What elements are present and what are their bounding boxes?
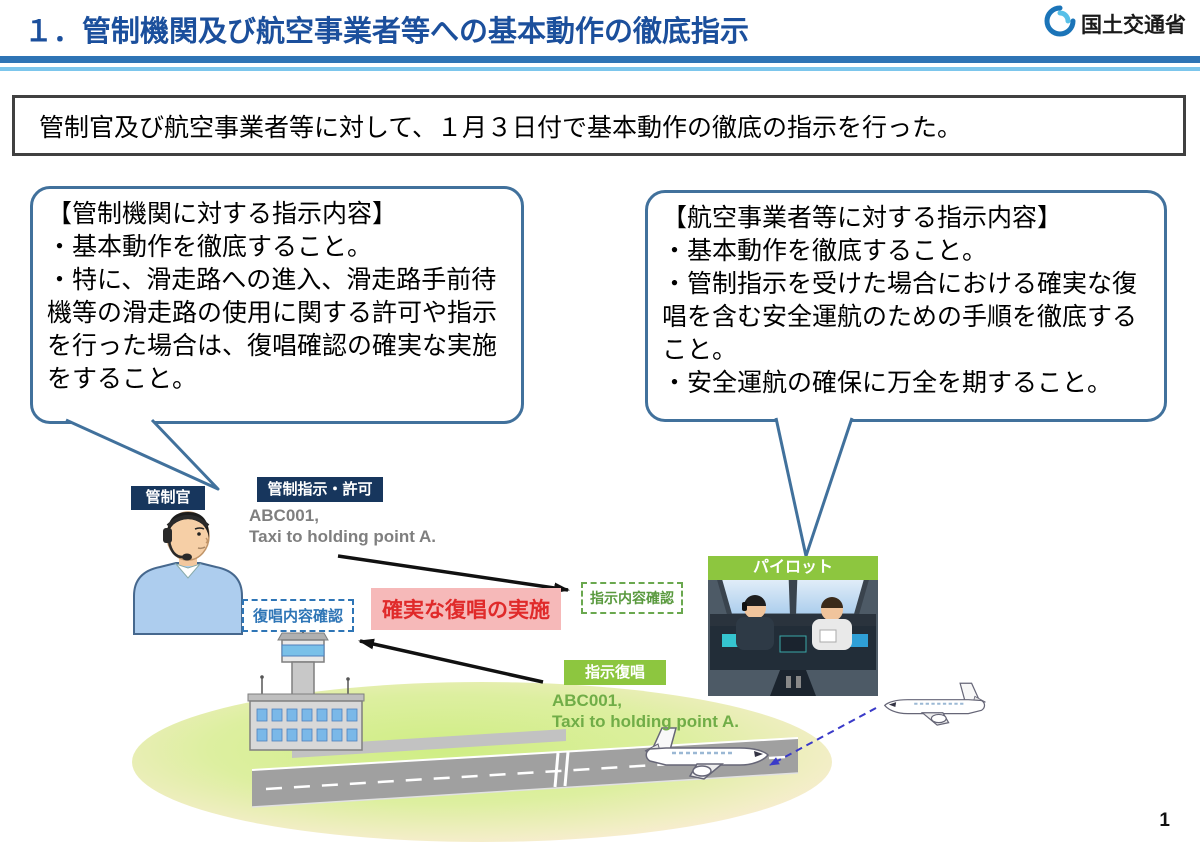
lead-box: 管制官及び航空事業者等に対して、１月３日付で基本動作の徹底の指示を行った。 (12, 95, 1186, 156)
bubble-atc-item: ・基本動作を徹底すること。 (47, 233, 373, 261)
atc-instruction-badge: 管制指示・許可 (257, 477, 383, 502)
pilot-call-line1: ABC001, (552, 691, 622, 710)
bubble-airline-item: ・基本動作を徹底すること。 (662, 237, 988, 265)
reliable-readback-banner: 確実な復唱の実施 (371, 588, 561, 630)
pilot-right-figure (812, 597, 852, 650)
arrow-instruction-to-pilot (337, 554, 570, 594)
arrow-approach-path (769, 707, 877, 766)
air-traffic-controller-illustration (133, 511, 243, 635)
pilot-left-figure (736, 595, 774, 650)
atc-radio-call: ABC001, Taxi to holding point A. (249, 505, 436, 548)
pilot-label: パイロット (708, 556, 878, 580)
bubble-atc-heading: 【管制機関に対する指示内容】 (47, 200, 398, 228)
header-rule-dark (0, 56, 1200, 63)
bubble-atc-item: ・特に、滑走路への進入、滑走路手前待機等の滑走路の使用に関する許可や指示を行った… (47, 266, 498, 393)
speech-bubble-atc: 【管制機関に対する指示内容】 ・基本動作を徹底すること。 ・特に、滑走路への進入… (30, 186, 524, 424)
bubble-airline-item: ・管制指示を受けた場合における確実な復唱を含む安全運航のための手順を徹底すること… (662, 270, 1138, 364)
page-title: １．管制機関及び航空事業者等への基本動作の徹底指示 (24, 16, 750, 48)
bubble-airline-heading: 【航空事業者等に対する指示内容】 (662, 204, 1063, 232)
agency-name: 国土交通省 (1081, 13, 1186, 37)
instruction-confirm-badge: 指示内容確認 (581, 582, 683, 614)
control-tower-illustration (247, 620, 365, 751)
readback-confirm-badge: 復唱内容確認 (242, 599, 355, 632)
bubble-tail-airline (774, 417, 854, 558)
pilot-call-line2: Taxi to holding point A. (552, 712, 739, 732)
arrow-readback-to-tower (358, 638, 544, 684)
speech-bubble-airline: 【航空事業者等に対する指示内容】 ・基本動作を徹底すること。 ・管制指示を受けた… (645, 190, 1167, 422)
header-rule-light (0, 67, 1200, 71)
bubble-airline-item: ・安全運航の確保に万全を期すること。 (662, 369, 1113, 397)
pilot-radio-call: ABC001, Taxi to holding point A. (552, 690, 739, 733)
lead-text: 管制官及び航空事業者等に対して、１月３日付で基本動作の徹底の指示を行った。 (39, 113, 963, 142)
bubble-tail-atc (65, 418, 220, 491)
runway (251, 737, 799, 808)
taxiway (292, 729, 566, 758)
controller-label: 管制官 (131, 486, 205, 510)
airplane-airborne (883, 682, 987, 727)
page-number: 1 (1159, 810, 1170, 831)
mlit-logo: 国土交通省 (1044, 5, 1186, 42)
instruction-readback-badge: 指示復唱 (564, 660, 666, 685)
mlit-logo-icon (1044, 5, 1076, 42)
atc-call-line1: ABC001, (249, 506, 319, 525)
atc-call-line2: Taxi to holding point A. (249, 527, 436, 547)
airplane-on-runway (643, 726, 770, 781)
